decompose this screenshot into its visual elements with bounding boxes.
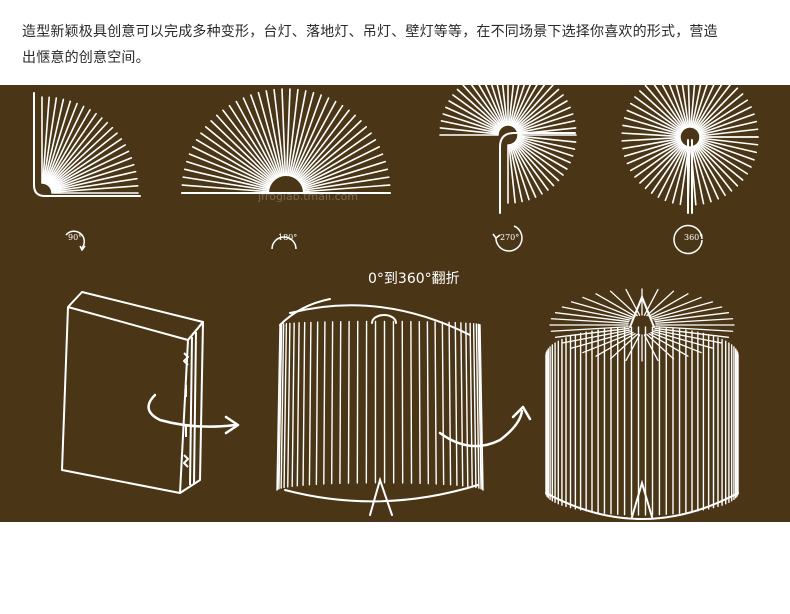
fold-range-caption: 0°到360°翻折 (368, 271, 460, 287)
angle-indicator-180 (271, 236, 297, 250)
intro-section: 造型新颖极具创意可以完成多种变形，台灯、落地灯、吊灯、壁灯等等，在不同场景下选择… (0, 0, 790, 85)
transformation-diagram-panel: jfroglab.tmall.com 90° 180° 270° 360° 0°… (0, 85, 790, 522)
angle-label-360: 360° (684, 233, 704, 242)
closed-book-icon (61, 291, 204, 494)
half-open-book-icon (276, 298, 484, 516)
diagram-canvas: jfroglab.tmall.com (33, 85, 759, 520)
full-open-book-icon (545, 288, 739, 520)
open-book-360-icon (621, 85, 759, 214)
angle-indicator-270 (492, 225, 523, 252)
angle-label-270: 270° (500, 233, 520, 242)
intro-text-line-2: 出惬意的创意空间。 (22, 50, 150, 66)
open-book-180-icon (181, 88, 391, 194)
angle-label-180: 180° (278, 233, 298, 242)
arrow-icon (147, 393, 240, 435)
arrow-icon-2 (438, 405, 532, 448)
footer-space (0, 522, 790, 614)
open-book-90-icon (33, 92, 141, 197)
open-book-270-icon (439, 85, 577, 214)
watermark-text: jfroglab.tmall.com (257, 190, 358, 203)
angle-indicator-90 (65, 230, 86, 252)
angle-indicator-360 (673, 224, 703, 255)
intro-text-line-1: 造型新颖极具创意可以完成多种变形，台灯、落地灯、吊灯、壁灯等等，在不同场景下选择… (22, 24, 718, 40)
angle-label-90: 90° (68, 233, 83, 242)
